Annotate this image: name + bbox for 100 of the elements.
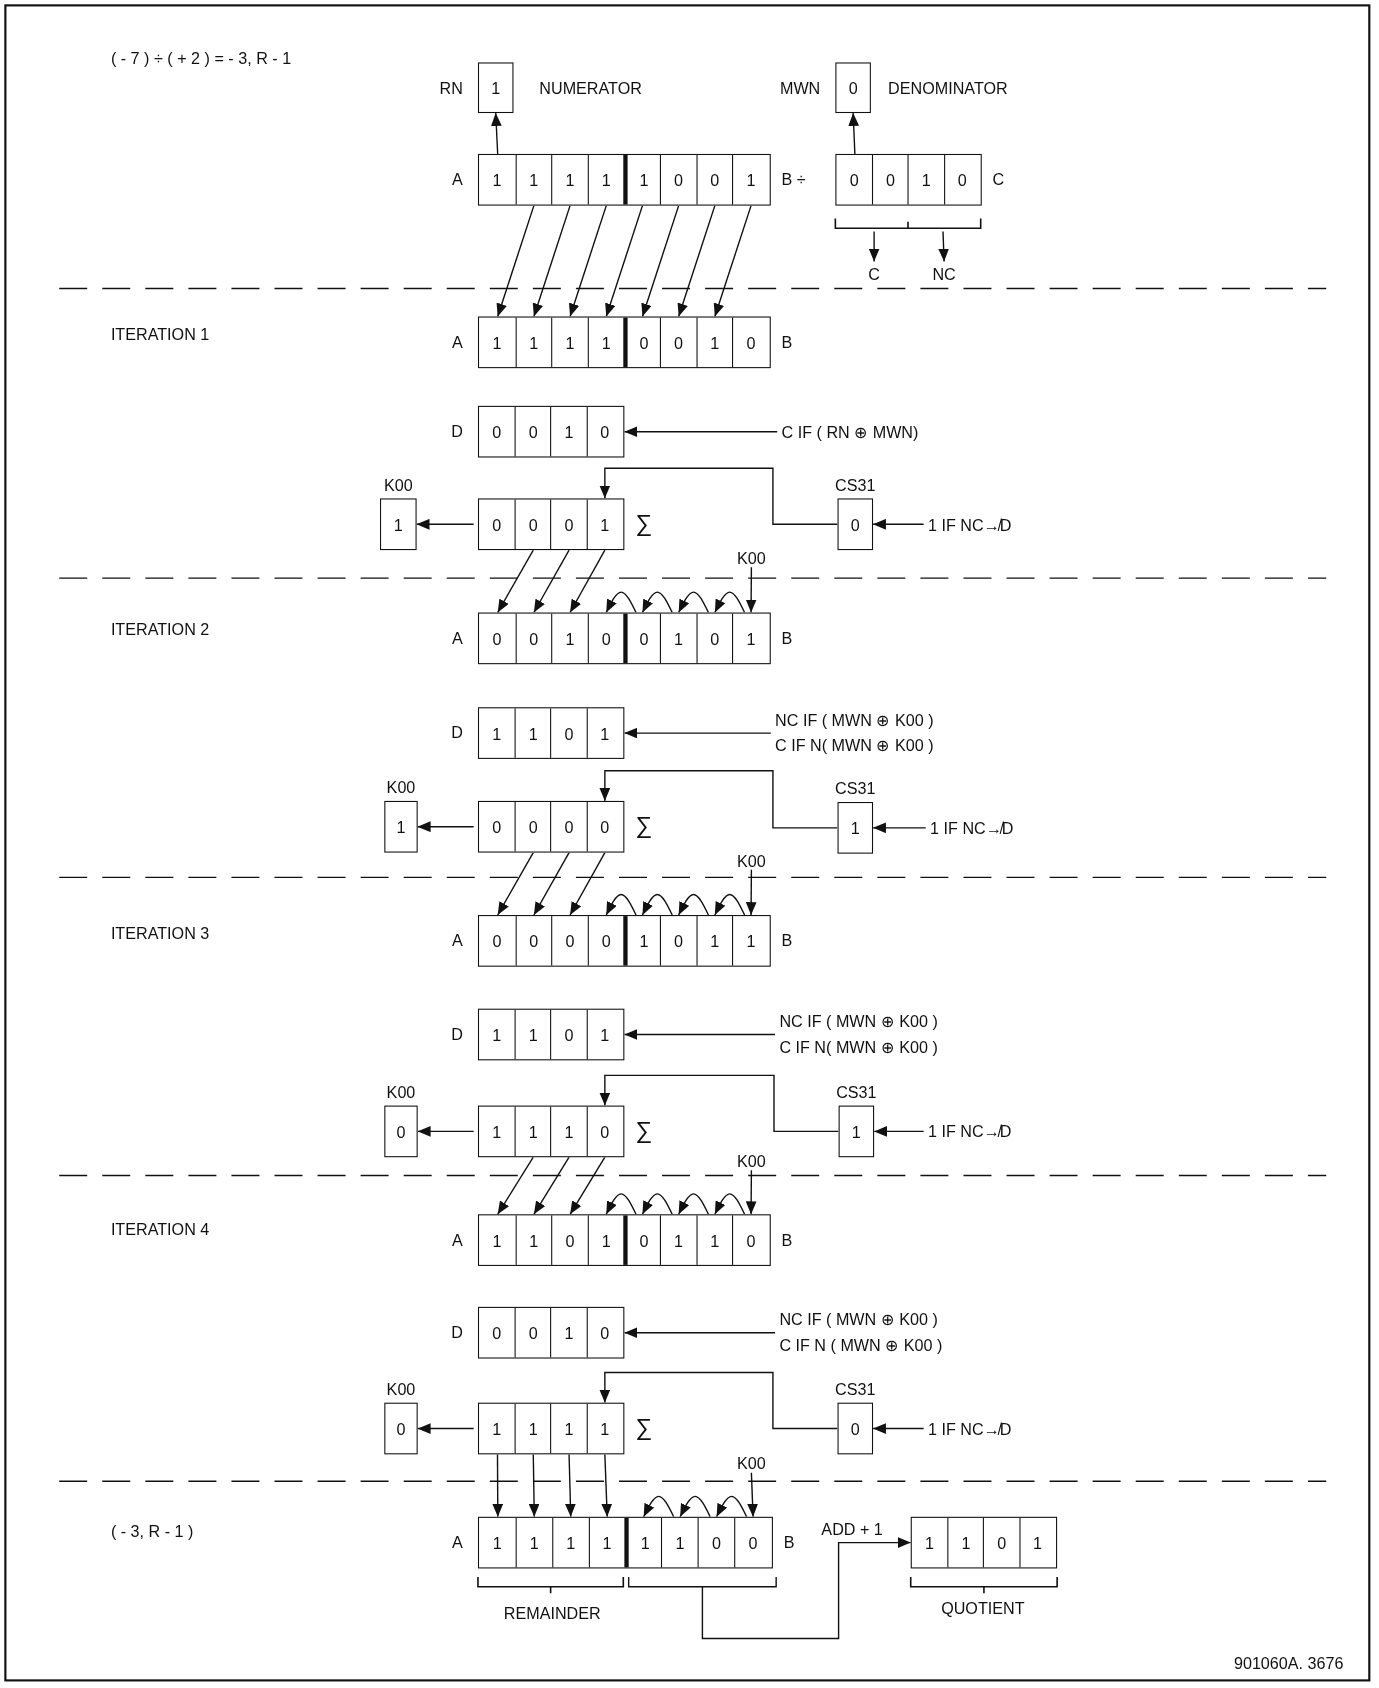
- bit-cell: 1: [624, 1517, 662, 1568]
- bit-cell: 0: [732, 1215, 769, 1265]
- bit-cell: 0: [514, 1307, 551, 1358]
- bit-cell: 1: [732, 613, 769, 664]
- bit-cell: 1: [478, 1403, 515, 1454]
- shift-arrow: [605, 591, 637, 614]
- signal-label: 1 IF NC↛D: [927, 512, 1047, 539]
- bit-cell: 1: [550, 1106, 587, 1157]
- register-box: [477, 800, 625, 853]
- equation-text: ( - 7 ) ÷ ( + 2 ) = - 3, R - 1: [110, 47, 292, 69]
- bit-cell: 1: [588, 1517, 625, 1568]
- shift-arrow: [533, 1156, 570, 1215]
- shift-arrow: [533, 851, 570, 916]
- shift-arrow: [714, 1193, 746, 1215]
- register-label: A: [452, 627, 463, 649]
- register-label: MWN: [779, 77, 821, 99]
- bit-cell: 0: [478, 499, 515, 549]
- register-box: [477, 1402, 625, 1455]
- section-label: REMAINDER: [502, 1603, 602, 1625]
- arrow: [747, 1471, 758, 1518]
- bit-cell: 0: [478, 1307, 515, 1358]
- arrow: [872, 822, 927, 834]
- bit-cell: 1: [696, 317, 733, 368]
- shift-arrow: [569, 851, 606, 916]
- register-box: [910, 1516, 1058, 1569]
- shift-arrow: [490, 112, 502, 155]
- register-label: D: [451, 1023, 463, 1046]
- register-label: ∑: [635, 812, 652, 839]
- bit-cell: 1: [515, 1215, 552, 1265]
- register-label: C: [992, 169, 1005, 191]
- shift-arrow: [569, 1156, 606, 1215]
- register-label: D: [451, 722, 463, 744]
- shift-arrow: [715, 1495, 748, 1518]
- register-label: ∑: [635, 1117, 652, 1144]
- bit-cell: 1: [907, 155, 944, 205]
- bit-cell: 1: [478, 155, 516, 205]
- signal-label: NC: [925, 261, 963, 288]
- bit-cell: 1: [550, 1307, 587, 1358]
- arrow: [745, 869, 757, 916]
- shift-arrow: [533, 549, 570, 614]
- signal-label: 1 IF NC↛D: [927, 1416, 1047, 1443]
- bit-box: 0: [835, 62, 871, 114]
- section-label: QUOTIENT: [940, 1597, 1026, 1619]
- register-box: [477, 316, 771, 369]
- bit-cell: 1: [659, 1215, 697, 1265]
- register-box: [835, 153, 982, 206]
- bit-cell: 0: [586, 1307, 623, 1358]
- arrow: [873, 1126, 925, 1137]
- arrow: [599, 1371, 839, 1430]
- bit-cell: 0: [586, 406, 623, 457]
- arrow: [415, 518, 475, 530]
- section-label: ( - 3, R - 1 ): [110, 1521, 194, 1543]
- bit-cell: 0: [514, 499, 551, 549]
- bit-cell: 0: [659, 155, 697, 205]
- arrow: [417, 1126, 475, 1137]
- bit-cell: 1: [551, 1517, 589, 1568]
- register-box: [477, 612, 771, 665]
- signal-label: K00: [735, 1148, 768, 1175]
- register-label: DENOMINATOR: [888, 77, 1008, 99]
- bit-cell: 0: [478, 916, 516, 966]
- bit-cell: 1: [514, 1106, 551, 1157]
- bit-cell: 0: [551, 916, 588, 966]
- arrow: [599, 770, 839, 829]
- shift-arrow: [677, 204, 716, 318]
- figure-number: 901060A. 3676: [1233, 1652, 1344, 1674]
- shift-arrow: [641, 1193, 673, 1215]
- shift-arrow: [848, 112, 860, 155]
- register-label: A: [452, 1531, 463, 1554]
- signal-label: K00: [735, 848, 768, 875]
- bit-cell: 0: [586, 802, 623, 852]
- bit-cell: 0: [587, 916, 624, 966]
- bit-cell: 1: [478, 1215, 516, 1265]
- bit-box: 1: [838, 1105, 875, 1158]
- bit-cell: 0: [550, 499, 587, 549]
- bit-box: 0: [837, 498, 874, 551]
- shift-arrow: [641, 204, 680, 318]
- shift-arrow: [642, 1495, 675, 1518]
- signal-label: C: [861, 261, 888, 288]
- arrow: [599, 467, 839, 525]
- bit-cell: 1: [478, 708, 515, 758]
- bit-cell: 0: [734, 1517, 771, 1568]
- shift-arrow: [713, 204, 752, 318]
- bit-cell: 1: [478, 1517, 516, 1568]
- shift-arrow: [497, 1156, 534, 1215]
- shift-arrow: [714, 591, 746, 614]
- shift-arrow: [677, 591, 710, 614]
- section-label: ITERATION 4: [110, 1218, 210, 1240]
- register-label: CS31: [834, 778, 877, 800]
- bit-cell: 0: [872, 155, 908, 205]
- shift-arrow: [532, 204, 571, 318]
- bit-cell: 0: [514, 802, 551, 852]
- bit-cell: 0: [478, 802, 515, 852]
- shift-arrow: [605, 893, 637, 916]
- shift-arrow: [496, 204, 535, 318]
- register-label: RN: [439, 77, 463, 99]
- bit-cell: 1: [947, 1517, 984, 1568]
- bit-cell: 0: [586, 1106, 623, 1157]
- shift-arrow: [497, 549, 534, 614]
- shift-arrow: [497, 851, 534, 916]
- register-box: [477, 1306, 625, 1359]
